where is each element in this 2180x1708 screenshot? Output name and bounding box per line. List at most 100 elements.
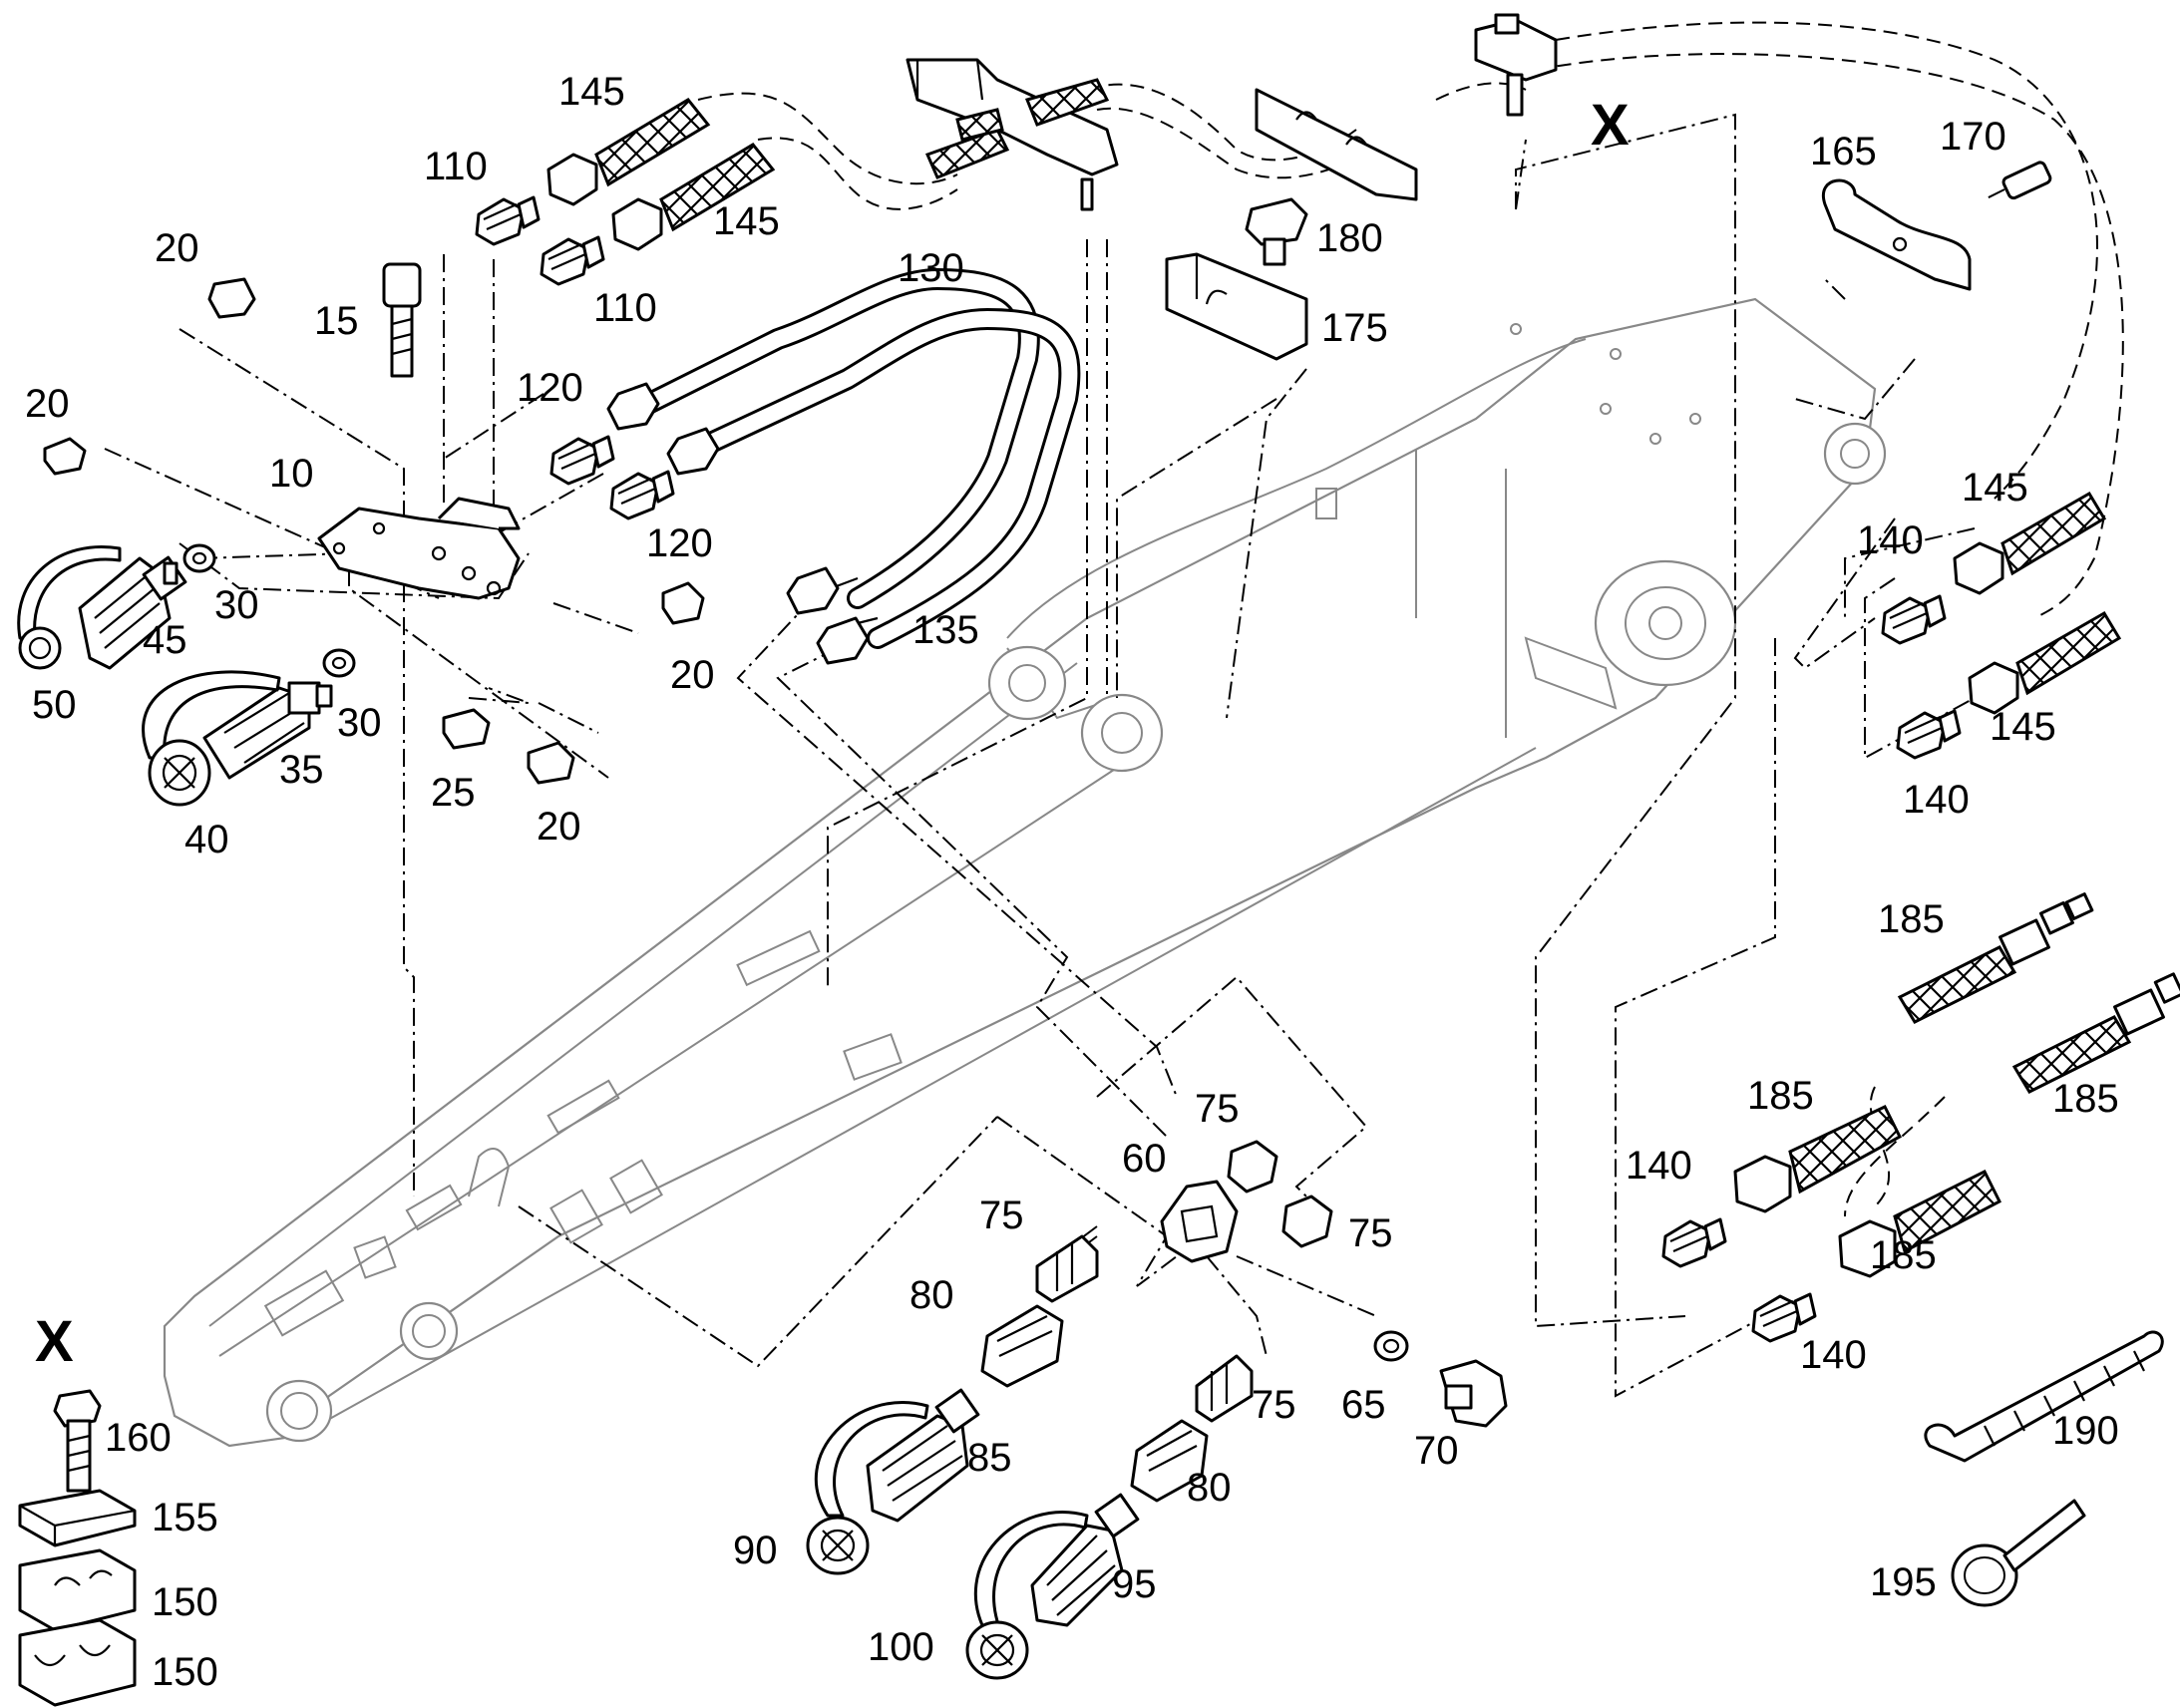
label-195: 195 bbox=[1870, 1560, 1937, 1604]
cap-90 bbox=[806, 1401, 929, 1575]
pipe-nuts bbox=[606, 382, 870, 665]
label-185-lower-left: 185 bbox=[1747, 1074, 1814, 1118]
cap-50 bbox=[17, 545, 122, 670]
coupling-35 bbox=[202, 681, 333, 780]
adapter-140-b bbox=[1896, 709, 1962, 760]
bracket-60 bbox=[1160, 1180, 1239, 1263]
clamp-x-top bbox=[1474, 13, 1558, 117]
adapter-120-top bbox=[549, 435, 615, 486]
label-135: 135 bbox=[912, 608, 979, 652]
plug-20-right bbox=[661, 581, 705, 625]
label-140-lower-top: 140 bbox=[1626, 1144, 1692, 1188]
label-190: 190 bbox=[2052, 1409, 2119, 1453]
clamp-175 bbox=[1165, 252, 1308, 361]
bolt-180 bbox=[1245, 197, 1308, 266]
label-40: 40 bbox=[184, 818, 229, 861]
label-185-upper: 185 bbox=[1878, 897, 1945, 941]
pipe-130 bbox=[627, 268, 1040, 609]
clamp-half-150-upper bbox=[18, 1548, 137, 1632]
label-25: 25 bbox=[431, 771, 476, 815]
coupling-95 bbox=[1030, 1493, 1140, 1627]
adapter-80-left bbox=[980, 1304, 1064, 1388]
label-120-top: 120 bbox=[517, 366, 583, 410]
label-140-right-bottom: 140 bbox=[1903, 778, 1970, 822]
hose-clamp-195 bbox=[1951, 1499, 2086, 1607]
label-85: 85 bbox=[967, 1436, 1012, 1480]
part-number-labels: 145 110 145 20 15 110 130 180 175 20 120… bbox=[25, 70, 2119, 1694]
label-120-bottom: 120 bbox=[646, 521, 713, 565]
adapter-75-lower bbox=[1195, 1354, 1254, 1423]
nut-75-top bbox=[1227, 1140, 1278, 1194]
label-75-top: 75 bbox=[1195, 1087, 1240, 1131]
spiral-guard-190 bbox=[1924, 1330, 2164, 1463]
clamp-block-mid bbox=[1255, 88, 1418, 201]
washer-65 bbox=[1373, 1330, 1409, 1362]
label-100: 100 bbox=[868, 1625, 934, 1669]
adapter-110-bottom bbox=[540, 235, 605, 286]
adapter-140-c bbox=[1661, 1217, 1727, 1268]
label-15: 15 bbox=[314, 299, 359, 343]
clamp-half-150-lower bbox=[18, 1618, 137, 1707]
hose-185-lower-b bbox=[1838, 1169, 2001, 1278]
plug-20-bottom bbox=[527, 741, 575, 785]
label-170: 170 bbox=[1940, 115, 2006, 159]
label-140-lower-bottom: 140 bbox=[1800, 1333, 1867, 1377]
label-130: 130 bbox=[898, 246, 964, 290]
hose-185-lower-a bbox=[1733, 1105, 1902, 1213]
label-20-left: 20 bbox=[25, 382, 70, 426]
label-175: 175 bbox=[1321, 306, 1388, 350]
nut-75-right bbox=[1281, 1195, 1333, 1248]
label-75-left: 75 bbox=[979, 1194, 1024, 1237]
hose-145-top-b bbox=[611, 143, 776, 251]
hose-145-right-a bbox=[1953, 491, 2107, 595]
hose-145-right-b bbox=[1968, 610, 2122, 715]
adapter-140-a bbox=[1881, 594, 1947, 645]
label-140-right-top: 140 bbox=[1857, 518, 1924, 562]
bolt-160 bbox=[53, 1389, 102, 1493]
adapter-120-bottom bbox=[609, 470, 675, 520]
label-35: 35 bbox=[279, 748, 324, 792]
detail-mark-x-top: X bbox=[1591, 93, 1630, 158]
label-145-top: 145 bbox=[558, 70, 625, 114]
label-50: 50 bbox=[32, 683, 77, 727]
hose-145-top-a bbox=[546, 98, 711, 206]
label-180: 180 bbox=[1316, 216, 1383, 260]
label-110-mid: 110 bbox=[593, 286, 657, 330]
label-145-mid: 145 bbox=[713, 199, 780, 243]
plug-20-left bbox=[43, 437, 87, 476]
label-20-top: 20 bbox=[155, 226, 199, 270]
washer-30-top bbox=[182, 543, 216, 573]
mounting-block-10 bbox=[317, 497, 521, 600]
boom-arm bbox=[163, 297, 1887, 1448]
detail-mark-x-inset: X bbox=[35, 1309, 74, 1374]
cover-plate-155 bbox=[18, 1489, 137, 1547]
label-160: 160 bbox=[105, 1416, 172, 1460]
cap-100 bbox=[965, 1511, 1089, 1680]
label-30-top: 30 bbox=[214, 583, 259, 627]
label-80-right: 80 bbox=[1187, 1466, 1232, 1510]
label-45: 45 bbox=[143, 618, 187, 662]
label-30-bottom: 30 bbox=[337, 701, 382, 745]
bolt-170 bbox=[2001, 161, 2052, 200]
label-110-top: 110 bbox=[424, 145, 488, 188]
washer-30-bottom bbox=[322, 648, 356, 678]
label-185-lower-right: 185 bbox=[1870, 1233, 1937, 1277]
label-70: 70 bbox=[1414, 1429, 1459, 1473]
label-165: 165 bbox=[1810, 130, 1877, 173]
bolt-70 bbox=[1439, 1359, 1508, 1428]
label-80-left: 80 bbox=[909, 1273, 954, 1317]
adapter-140-d bbox=[1751, 1292, 1817, 1343]
label-10: 10 bbox=[269, 452, 314, 496]
label-185-upper-right: 185 bbox=[2052, 1077, 2119, 1121]
label-145-right-top: 145 bbox=[1962, 466, 2028, 510]
label-90: 90 bbox=[733, 1529, 778, 1572]
adapter-110-top bbox=[475, 195, 541, 246]
label-75-right: 75 bbox=[1348, 1211, 1393, 1255]
hose-185-upper-b bbox=[2011, 972, 2180, 1094]
adapter-75-left bbox=[1035, 1234, 1099, 1303]
label-60: 60 bbox=[1122, 1137, 1167, 1181]
coupling-85 bbox=[866, 1388, 980, 1523]
label-65: 65 bbox=[1341, 1383, 1386, 1427]
hose-185-upper-a bbox=[1897, 892, 2094, 1024]
